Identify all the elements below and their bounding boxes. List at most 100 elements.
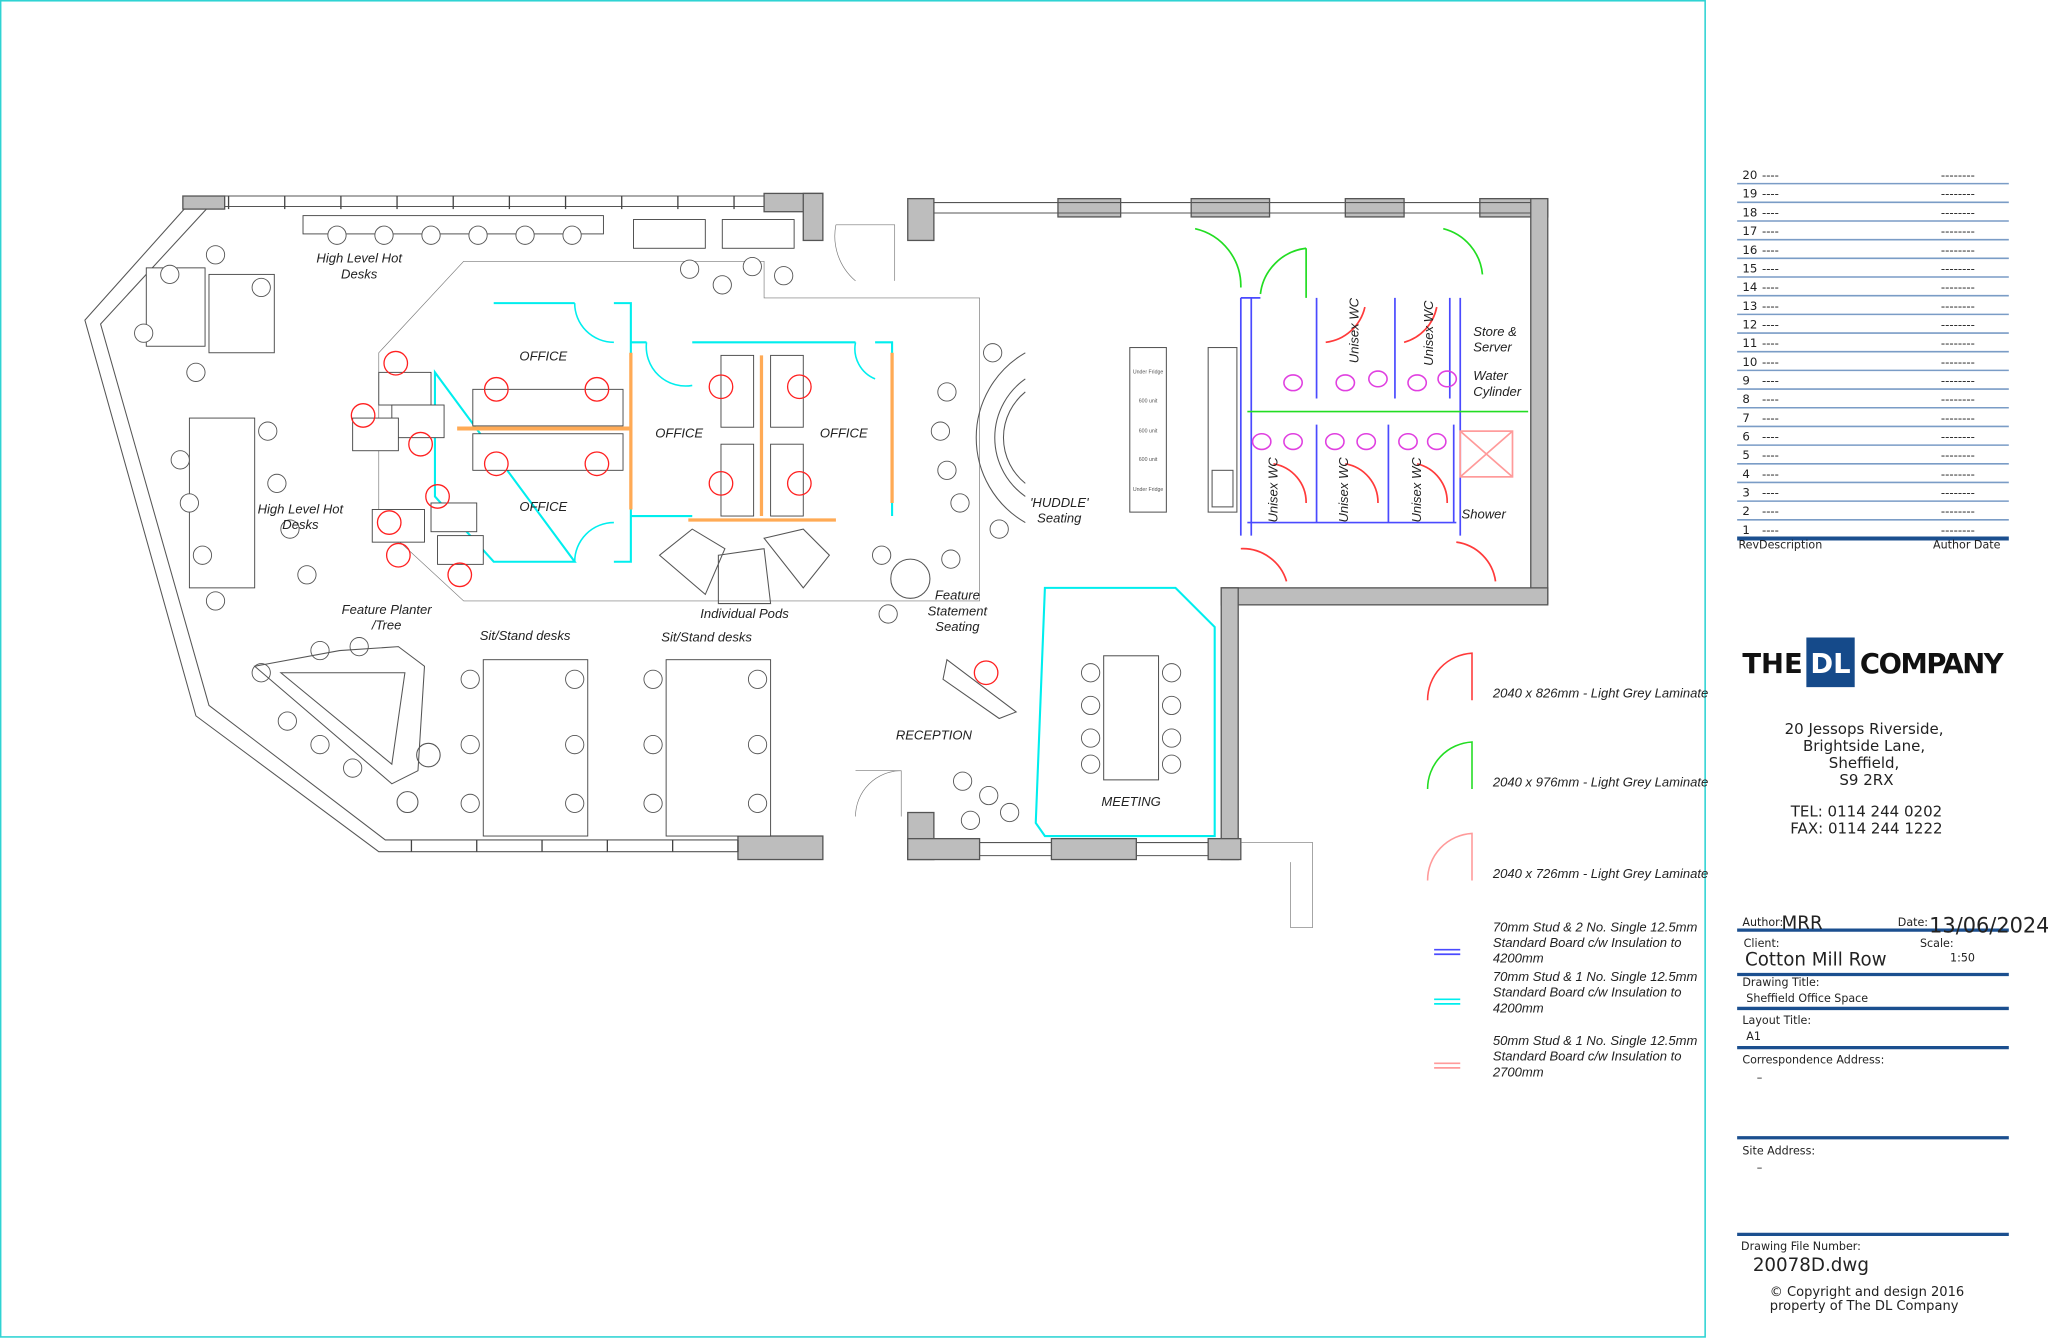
label-store: Store &Server bbox=[1473, 324, 1517, 355]
kitchen-unit-label: Under Fridge bbox=[1133, 487, 1164, 493]
kitchen-unit-label: 600 unit bbox=[1139, 457, 1158, 463]
revision-description: ---- bbox=[1762, 411, 1779, 425]
chair bbox=[983, 343, 1003, 363]
revision-author-date: -------- bbox=[1941, 411, 1975, 425]
label-sit-stand: Sit/Stand desks bbox=[661, 629, 752, 644]
sanitary-fixture bbox=[1283, 374, 1303, 392]
desk bbox=[720, 443, 755, 517]
chair bbox=[937, 460, 957, 480]
legend-text-line: 4200mm bbox=[1493, 1000, 1544, 1015]
chair bbox=[565, 669, 585, 689]
label-office: OFFICE bbox=[519, 349, 567, 364]
legend-text-line: Standard Board c/w Insulation to bbox=[1493, 985, 1682, 1000]
legend-text-line: 70mm Stud & 1 No. Single 12.5mm bbox=[1493, 969, 1698, 984]
revision-description: ---- bbox=[1762, 168, 1779, 182]
label-wc: Unisex WC bbox=[1265, 457, 1280, 523]
label-pods: Individual Pods bbox=[700, 606, 789, 621]
chair bbox=[989, 519, 1009, 539]
chair bbox=[937, 382, 957, 402]
chair bbox=[953, 771, 973, 791]
revision-row: 5------------ bbox=[1737, 448, 2009, 465]
revision-description: ---- bbox=[1762, 448, 1779, 462]
office-chair bbox=[350, 403, 376, 428]
revision-row: 16------------ bbox=[1737, 243, 2009, 260]
chair bbox=[643, 735, 663, 755]
chair bbox=[515, 225, 535, 245]
desk bbox=[720, 354, 755, 428]
external-walls bbox=[84, 192, 1549, 928]
label-office: OFFICE bbox=[655, 426, 703, 441]
revision-number: 18 bbox=[1742, 205, 1757, 219]
revision-row: 8------------ bbox=[1737, 392, 2009, 409]
sanitary-fixture bbox=[1437, 370, 1458, 388]
huddle-seating bbox=[975, 352, 1026, 524]
file-number-value: 20078D.dwg bbox=[1753, 1255, 1869, 1276]
revision-row: 20------------ bbox=[1737, 168, 2009, 185]
chair bbox=[872, 545, 892, 565]
chair bbox=[460, 735, 480, 755]
office-chair bbox=[708, 374, 734, 400]
revision-description: ---- bbox=[1762, 261, 1779, 275]
legend-text-line: 2040 x 726mm - Light Grey Laminate bbox=[1492, 866, 1708, 881]
site-address-value: – bbox=[1757, 1162, 1763, 1175]
legend: 2040 x 826mm - Light Grey Laminate 2040 x… bbox=[1426, 652, 1708, 1079]
revision-author-date: -------- bbox=[1941, 280, 1975, 294]
scale-label: Scale: bbox=[1920, 937, 1954, 950]
legend-text: 2040 x 976mm - Light Grey Laminate bbox=[1492, 774, 1708, 789]
office-chair bbox=[786, 470, 812, 496]
chair bbox=[205, 245, 226, 265]
revision-row: 12------------ bbox=[1737, 317, 2009, 334]
wall-type-icon bbox=[1434, 948, 1461, 956]
chair bbox=[930, 421, 951, 441]
revision-header-description: RevDescription bbox=[1738, 539, 1822, 552]
label-wc: Unisex WC bbox=[1409, 457, 1424, 523]
chair bbox=[186, 362, 206, 382]
chair bbox=[960, 810, 981, 830]
individual-pods bbox=[658, 528, 931, 605]
client-label: Client: bbox=[1744, 937, 1780, 950]
revision-row: 19------------ bbox=[1737, 187, 2009, 204]
office-chair bbox=[376, 510, 402, 535]
office-chair bbox=[708, 470, 734, 496]
correspondence-value: – bbox=[1757, 1072, 1763, 1085]
chair bbox=[468, 225, 488, 245]
revision-number: 5 bbox=[1742, 448, 1749, 462]
revision-number: 19 bbox=[1742, 187, 1757, 201]
revision-author-date: -------- bbox=[1941, 317, 1975, 331]
company-logo: THE DL COMPANY bbox=[1742, 637, 2005, 688]
date-value: 13/06/2024 bbox=[1929, 914, 2048, 938]
chair bbox=[327, 225, 347, 245]
legend-text-line: 2040 x 976mm - Light Grey Laminate bbox=[1492, 774, 1708, 789]
revision-row: 3------------ bbox=[1737, 486, 2009, 502]
chair bbox=[160, 264, 180, 284]
legend-item: 2040 x 976mm - Light Grey Laminate bbox=[1426, 741, 1708, 789]
chair bbox=[1161, 663, 1182, 683]
desk bbox=[391, 404, 445, 439]
sanitary-fixture bbox=[1283, 432, 1303, 451]
revision-number: 2 bbox=[1742, 504, 1749, 518]
revision-number: 11 bbox=[1742, 336, 1757, 350]
label-shower: Shower bbox=[1462, 507, 1507, 522]
drawing-title-label: Drawing Title: bbox=[1742, 976, 1819, 989]
revision-description: ---- bbox=[1762, 504, 1779, 518]
chair bbox=[374, 225, 394, 245]
chair bbox=[134, 323, 154, 343]
revision-row: 6------------ bbox=[1737, 430, 2009, 446]
label-meeting: MEETING bbox=[1101, 794, 1160, 809]
revision-row: 14------------ bbox=[1737, 280, 2009, 297]
legend-text-line: 2040 x 826mm - Light Grey Laminate bbox=[1492, 686, 1708, 701]
revision-description: ---- bbox=[1762, 523, 1779, 537]
door-swing-icon bbox=[1426, 832, 1473, 881]
chair bbox=[979, 785, 999, 806]
site-address-label: Site Address: bbox=[1742, 1145, 1815, 1158]
revision-number: 4 bbox=[1742, 467, 1749, 481]
drawing-title-value: Sheffield Office Space bbox=[1746, 992, 1868, 1005]
layout-title-label: Layout Title: bbox=[1742, 1014, 1811, 1027]
kitchen-unit-label: Under Fridge bbox=[1133, 370, 1164, 376]
sanitary-fixture bbox=[1335, 374, 1356, 392]
date-label: Date: bbox=[1898, 916, 1928, 929]
legend-text-line: 50mm Stud & 1 No. Single 12.5mm bbox=[1493, 1033, 1698, 1048]
